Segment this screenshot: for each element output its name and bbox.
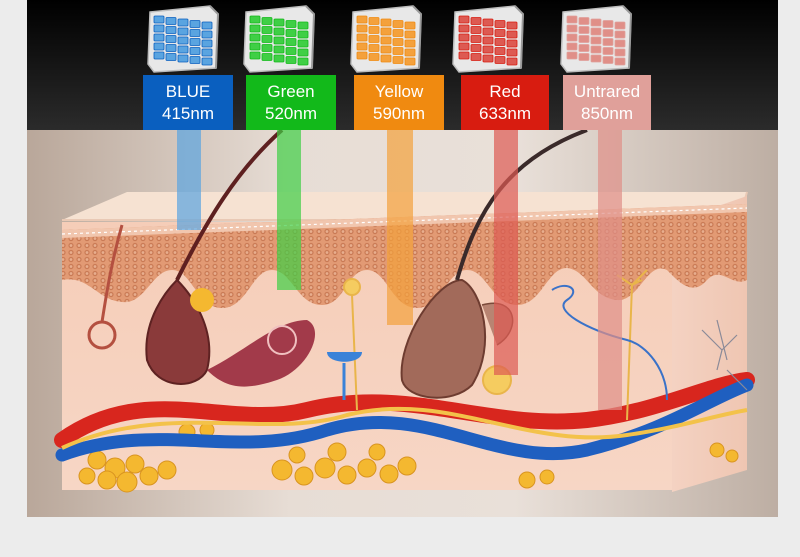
sweat-gland bbox=[87, 224, 124, 350]
led-panel-blue-icon bbox=[144, 2, 224, 77]
light-name: Yellow bbox=[374, 82, 424, 101]
light-label-0: BLUE 415nm bbox=[143, 75, 233, 130]
sebaceous-gland bbox=[207, 320, 316, 387]
light-label-3: Red 633nm bbox=[461, 75, 549, 130]
nerve-branch bbox=[701, 319, 748, 391]
light-therapy-diagram: BLUE 415nm Green 520nm Yellow 590nm Red 633n… bbox=[27, 0, 778, 517]
light-beam-0 bbox=[177, 128, 201, 230]
light-label-4: Untrared 850nm bbox=[563, 75, 651, 130]
light-wavelength: 590nm bbox=[373, 104, 425, 123]
vein bbox=[55, 378, 754, 462]
led-panel-yellow-icon bbox=[347, 2, 427, 77]
light-name: Untrared bbox=[573, 82, 641, 101]
light-beam-2 bbox=[387, 128, 413, 325]
light-beams bbox=[177, 128, 622, 410]
light-beam-1 bbox=[277, 128, 301, 290]
fat-cells bbox=[78, 422, 739, 493]
capillary-loop bbox=[551, 284, 668, 401]
light-wavelength: 415nm bbox=[162, 104, 214, 123]
light-name: Red bbox=[489, 82, 521, 101]
light-label-1: Green 520nm bbox=[246, 75, 336, 130]
light-name: Green bbox=[267, 82, 315, 101]
light-wavelength: 850nm bbox=[581, 104, 633, 123]
led-panel-green-icon bbox=[240, 2, 320, 77]
hair-follicle-left bbox=[145, 130, 284, 385]
light-beam-4 bbox=[598, 128, 622, 410]
light-beam-3 bbox=[494, 128, 518, 375]
light-name: BLUE bbox=[165, 82, 211, 101]
led-panel-infrared-icon bbox=[557, 2, 637, 77]
blue-receptor bbox=[327, 352, 362, 362]
light-wavelength: 520nm bbox=[265, 104, 317, 123]
nerve bbox=[61, 406, 748, 450]
artery bbox=[54, 372, 755, 448]
light-wavelength: 633nm bbox=[479, 104, 531, 123]
led-panel-red-icon bbox=[449, 2, 529, 77]
light-label-2: Yellow 590nm bbox=[354, 75, 444, 130]
